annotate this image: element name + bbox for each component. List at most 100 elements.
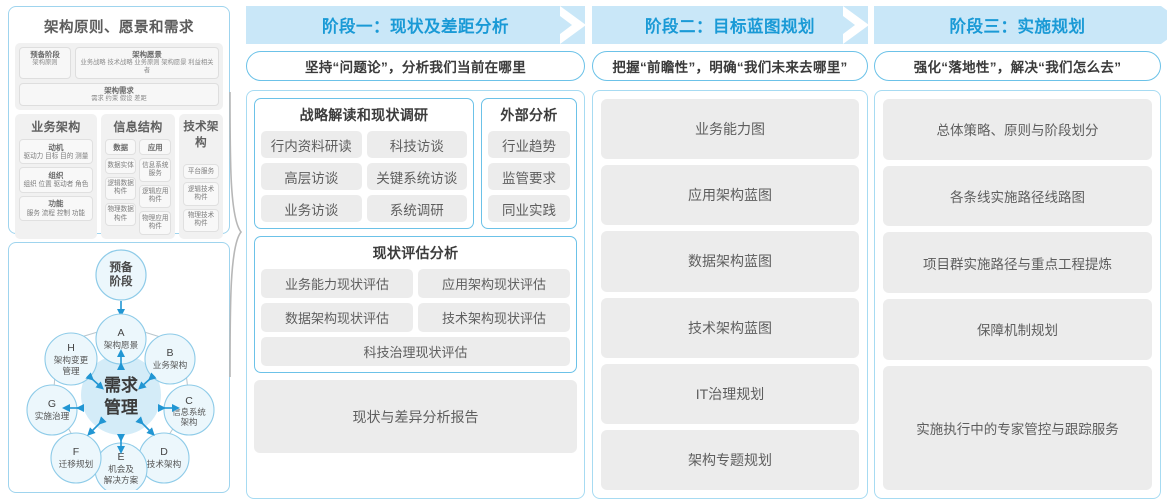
phase-2-item[interactable]: 数据架构蓝图 [601, 231, 859, 292]
adm-node-a-label: 架构愿景 [104, 339, 139, 350]
togaf-vision-title: 架构愿景 [132, 50, 162, 59]
current-assessment-full-item[interactable]: 科技治理现状评估 [261, 337, 570, 366]
phase-2-item[interactable]: IT治理规划 [601, 363, 859, 424]
togaf-business-group-title: 功能 [48, 199, 64, 209]
adm-center-label-2: 管理 [104, 397, 138, 417]
strategy-survey-items: 行内资料研读 科技访谈 高层访谈 关键系统访谈 业务访谈 系统调研 [261, 131, 467, 222]
togaf-column-business: 业务架构 动机 驱动力 目标 目的 测量 组织 组织 位置 驱动者 角色 功能 [15, 114, 97, 239]
adm-cycle-card: 预备 阶段 需求 管理 A 架构愿景 B 业务架构 [8, 242, 230, 493]
adm-node-c-label-1: 信息系统 [172, 407, 206, 417]
togaf-data-item: 物理数据构件 [104, 202, 137, 227]
togaf-column-business-head: 业务架构 [31, 120, 81, 135]
phase-2-item[interactable]: 应用架构蓝图 [601, 165, 859, 226]
togaf-column-information-head: 信息结构 [113, 120, 163, 135]
togaf-application-item: 物理应用构件 [139, 211, 172, 235]
current-assessment-item[interactable]: 应用架构现状评估 [418, 269, 570, 298]
current-assessment-items: 业务能力现状评估 应用架构现状评估 数据架构现状评估 技术架构现状评估 [261, 269, 570, 332]
adm-node-h-label-1: 架构变更 [54, 354, 89, 365]
togaf-column-technology-head: 技术架构 [183, 121, 219, 150]
adm-diagram: 预备 阶段 需求 管理 A 架构愿景 B 业务架构 [13, 247, 225, 490]
adm-node-g-key: G [48, 398, 56, 410]
strategy-survey-item[interactable]: 业务访谈 [261, 195, 362, 222]
strategy-survey-item[interactable]: 高层访谈 [261, 163, 362, 190]
gap-analysis-report[interactable]: 现状与差异分析报告 [254, 380, 577, 453]
togaf-business-group: 组织 组织 位置 驱动者 角色 [19, 167, 93, 193]
phase-1: 阶段一：现状及差距分析 坚持“问题论”，分析我们当前在哪里 战略解读和现状调研 … [246, 6, 586, 499]
adm-node-f-label: 迁移规划 [59, 458, 93, 469]
adm-node-d-label: 技术架构 [147, 458, 182, 469]
adm-node-d-key: D [160, 446, 168, 458]
phase-1-band: 阶段一：现状及差距分析 [246, 6, 586, 44]
phase-1-band-label: 阶段一：现状及差距分析 [322, 18, 509, 36]
external-analysis-item[interactable]: 同业实践 [488, 195, 570, 222]
phase-2-item-list: 业务能力图 应用架构蓝图 数据架构蓝图 技术架构蓝图 IT治理规划 架构专题规划 [601, 99, 859, 491]
phase-3: 阶段三：实施规划 强化“落地性”，解决“我们怎么去” 总体策略、原则与阶段划分 … [874, 6, 1167, 499]
phase-3-item[interactable]: 项目群实施路径与重点工程提炼 [883, 232, 1152, 293]
adm-arrow-h [85, 372, 104, 390]
external-analysis-item[interactable]: 行业趋势 [488, 131, 570, 158]
adm-node-h[interactable] [44, 332, 98, 386]
phase-3-panel: 总体策略、原则与阶段划分 各条线实施路径线路图 项目群实施路径与重点工程提炼 保… [874, 90, 1161, 499]
phase-3-band-label: 阶段三：实施规划 [949, 18, 1086, 36]
adm-node-prelim[interactable] [95, 249, 147, 301]
adm-node-b-label: 业务架构 [153, 359, 188, 370]
phase-2-item[interactable]: 架构专题规划 [601, 429, 859, 491]
togaf-data-item: 数据实体 [104, 158, 137, 174]
adm-arrow-b [138, 372, 157, 390]
adm-node-b[interactable] [144, 333, 196, 385]
external-analysis-card: 外部分析 行业趋势 监管要求 同业实践 [481, 98, 577, 229]
strategy-survey-title: 战略解读和现状调研 [299, 107, 429, 123]
strategy-survey-item[interactable]: 行内资料研读 [261, 131, 362, 158]
phase-3-item[interactable]: 总体策略、原则与阶段划分 [883, 99, 1152, 160]
togaf-prelim-sub: 架构原则 [32, 59, 58, 67]
togaf-vision-cell: 架构愿景 业务战略 技术战略 业务原则 架构愿景 利益相关者 [75, 47, 219, 79]
adm-prelim-label-1: 预备 [110, 260, 133, 274]
togaf-vision-sub: 业务战略 技术战略 业务原则 架构愿景 利益相关者 [80, 59, 214, 75]
adm-node-c-label-2: 架构 [181, 417, 198, 427]
current-assessment-item[interactable]: 技术架构现状评估 [418, 303, 570, 332]
togaf-vision-group: 预备阶段 架构原则 架构愿景 业务战略 技术战略 业务原则 架构愿景 利益相关者… [15, 43, 223, 111]
phase-3-item[interactable]: 保障机制规划 [883, 298, 1152, 360]
adm-node-b-key: B [166, 347, 173, 359]
adm-node-h-label-2: 管理 [62, 365, 80, 376]
strategy-survey-item[interactable]: 关键系统访谈 [366, 163, 467, 190]
togaf-technology-item: 平台服务 [183, 164, 219, 180]
adm-node-g[interactable] [26, 384, 78, 436]
togaf-business-group-title: 动机 [48, 142, 64, 152]
togaf-requirement-title: 架构需求 [104, 85, 134, 95]
togaf-application-item: 逻辑应用构件 [139, 184, 172, 209]
current-assessment-item[interactable]: 业务能力现状评估 [261, 269, 413, 298]
adm-center-label-1: 需求 [104, 375, 138, 395]
current-assessment-item[interactable]: 数据架构现状评估 [261, 303, 413, 332]
adm-node-e-label-2: 解决方案 [104, 474, 139, 485]
adm-node-f[interactable] [50, 432, 102, 484]
adm-arrow-d [135, 416, 155, 436]
phase-1-panel: 战略解读和现状调研 行内资料研读 科技访谈 高层访谈 关键系统访谈 业务访谈 系… [246, 90, 585, 499]
adm-node-a-key: A [117, 327, 124, 339]
phase-2-subtitle: 把握“前瞻性”，明确“我们未来去哪里” [592, 51, 868, 81]
external-analysis-item[interactable]: 监管要求 [488, 163, 570, 190]
phase-2: 阶段二：目标蓝图规划 把握“前瞻性”，明确“我们未来去哪里” 业务能力图 应用架… [592, 6, 869, 499]
phase-2-panel: 业务能力图 应用架构蓝图 数据架构蓝图 技术架构蓝图 IT治理规划 架构专题规划 [592, 90, 868, 499]
togaf-domain-columns: 业务架构 动机 驱动力 目标 目的 测量 组织 组织 位置 驱动者 角色 功能 [15, 114, 223, 239]
togaf-requirement-sub: 需求 约束 假设 差距 [91, 94, 147, 102]
adm-node-e-label-1: 机会及 [108, 463, 134, 474]
togaf-business-group-sub: 驱动力 目标 目的 测量 [23, 152, 89, 160]
phase-3-item-list: 总体策略、原则与阶段划分 各条线实施路径线路图 项目群实施路径与重点工程提炼 保… [883, 99, 1152, 490]
togaf-technology-item: 物理技术构件 [183, 208, 219, 233]
phase-3-item[interactable]: 各条线实施路径线路图 [883, 165, 1152, 227]
phase-1-top-row: 战略解读和现状调研 行内资料研读 科技访谈 高层访谈 关键系统访谈 业务访谈 系… [254, 98, 577, 229]
phase-2-item[interactable]: 业务能力图 [601, 99, 859, 160]
adm-svg: 预备 阶段 需求 管理 A 架构愿景 B 业务架构 [26, 249, 215, 490]
phase-1-chevron-icon [560, 6, 586, 44]
strategy-survey-item[interactable]: 系统调研 [366, 195, 467, 222]
togaf-prelim-title: 预备阶段 [30, 50, 60, 59]
phase-3-item[interactable]: 实施执行中的专家管控与跟踪服务 [883, 365, 1152, 490]
phase-2-chevron-icon [843, 6, 869, 44]
current-assessment-card: 现状评估分析 业务能力现状评估 应用架构现状评估 数据架构现状评估 技术架构现状… [254, 236, 577, 373]
external-analysis-title: 外部分析 [500, 107, 558, 123]
phase-2-item[interactable]: 技术架构蓝图 [601, 297, 859, 358]
strategy-survey-item[interactable]: 科技访谈 [366, 131, 467, 158]
phase-2-band: 阶段二：目标蓝图规划 [592, 6, 869, 44]
togaf-application-item: 信息系统服务 [139, 158, 172, 182]
